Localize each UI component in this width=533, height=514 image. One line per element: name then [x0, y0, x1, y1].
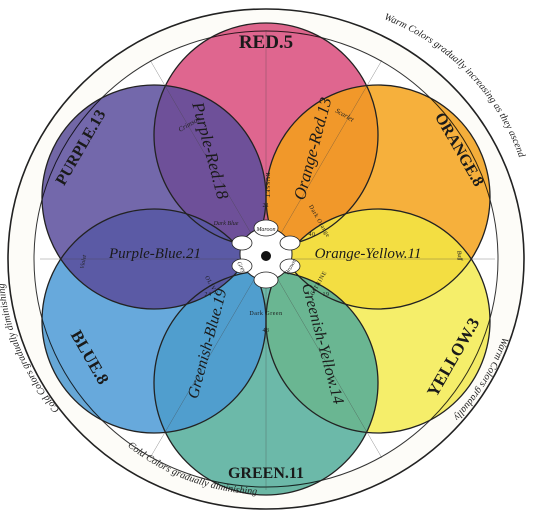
purple-circle: [42, 85, 266, 309]
label-green: GREEN.11: [228, 465, 304, 482]
label-buff: Buff: [455, 250, 464, 262]
label-maroon: Maroon: [255, 227, 275, 233]
label-red: RED.5: [239, 32, 293, 53]
label-purple-blue: Purple-Blue.21: [108, 246, 201, 262]
label-dark-orange-num: 40: [309, 232, 316, 238]
label-violet: Violet: [80, 254, 88, 269]
label-russet-num: 21: [263, 203, 270, 209]
label-dark-blue: Dark Blue: [213, 221, 239, 227]
label-citrine-num: 19: [323, 292, 330, 298]
center-dot: [261, 251, 271, 261]
center-hub: [231, 219, 301, 289]
label-russet: RUSSET: [264, 172, 270, 197]
label-grey: Grey: [235, 261, 246, 274]
label-olive-num: 24: [205, 292, 212, 298]
label-orange-yellow: Orange-Yellow.11: [315, 246, 422, 262]
label-dark-green: Dark Green: [249, 311, 282, 317]
label-dark-green-num: 43: [263, 328, 270, 334]
